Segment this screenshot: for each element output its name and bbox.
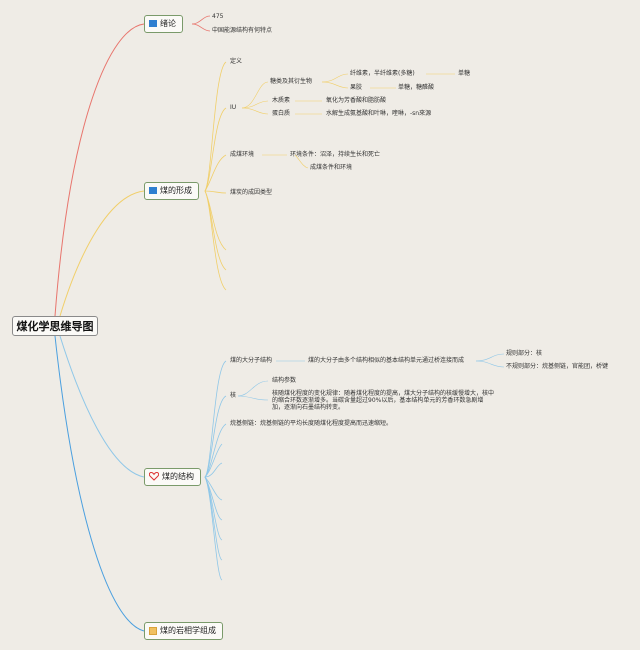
branch-intro-label: 绪论 xyxy=(160,19,176,28)
structure-irregular[interactable]: 不规则部分：烷基侧链，官能团，桥键 xyxy=(506,363,609,370)
connector-root-structure xyxy=(59,335,145,478)
heart-icon xyxy=(149,472,159,481)
formation-materials[interactable]: IU xyxy=(230,104,237,111)
structure-macro-desc[interactable]: 煤的大分子由多个结构相似的基本结构单元通过桥连接而成 xyxy=(308,357,465,364)
connector-root-petrology xyxy=(54,335,145,632)
formation-lignin-result[interactable]: 氧化为芳香酸和脂肪酸 xyxy=(326,97,387,104)
formation-protein[interactable]: 蛋白质 xyxy=(272,110,291,117)
structure-side-chain[interactable]: 烷基侧链：烷基侧链的平均长度随煤化程度提高而迅速缩短。 xyxy=(230,420,393,427)
structure-macromolecule[interactable]: 煤的大分子结构 xyxy=(230,357,273,364)
formation-lignin[interactable]: 木质素 xyxy=(272,97,291,104)
formation-carbs[interactable]: 糖类及其衍生物 xyxy=(270,78,313,85)
formation-env-condition2[interactable]: 成煤条件和环境 xyxy=(310,164,353,171)
yellow-square-icon xyxy=(149,626,157,635)
root-node[interactable]: 煤化学思维导图 xyxy=(12,316,98,336)
intro-item-energy[interactable]: 中国能源结构有何特点 xyxy=(212,27,273,34)
branch-formation-label: 煤的形成 xyxy=(160,186,192,195)
structure-params[interactable]: 结构参数 xyxy=(272,377,297,384)
branch-intro[interactable]: 绪论 xyxy=(144,15,183,33)
formation-definition[interactable]: 定义 xyxy=(230,58,243,65)
formation-monosaccharide[interactable]: 单糖 xyxy=(458,70,471,77)
connector-root-intro xyxy=(54,23,145,317)
formation-env-condition[interactable]: 环境条件：沼泽，持续生长和死亡 xyxy=(290,151,381,158)
branch-petrology[interactable]: 煤的岩相学组成 xyxy=(144,622,223,640)
formation-pectin[interactable]: 果胶 xyxy=(350,84,363,91)
structure-core[interactable]: 核 xyxy=(230,392,237,399)
structure-regular[interactable]: 规则部分：核 xyxy=(506,350,543,357)
branch-petrology-label: 煤的岩相学组成 xyxy=(160,626,216,635)
formation-genetic-types[interactable]: 煤炭的成因类型 xyxy=(230,189,273,196)
blue-flag-icon xyxy=(149,187,157,194)
formation-pectin-result[interactable]: 单糖，糖醛酸 xyxy=(398,84,435,91)
formation-environment[interactable]: 成煤环境 xyxy=(230,151,255,158)
branch-structure[interactable]: 煤的结构 xyxy=(144,468,201,486)
formation-protein-result[interactable]: 水解生成氨基酸和叶啉，喹啉，-sn來源 xyxy=(326,110,432,117)
blue-flag-icon xyxy=(149,20,157,27)
formation-cellulose[interactable]: 纤维素，半纤维素(多糖) xyxy=(350,70,415,77)
branch-formation[interactable]: 煤的形成 xyxy=(144,182,199,200)
structure-core-desc[interactable]: 核随煤化程度的变化规律：随着煤化程度的提高，煤大分子结构的核缓慢增大，核中的缩合… xyxy=(272,390,495,411)
connector-root-formation xyxy=(59,190,145,317)
branch-structure-label: 煤的结构 xyxy=(162,472,194,481)
intro-item-475[interactable]: 475 xyxy=(212,13,224,20)
